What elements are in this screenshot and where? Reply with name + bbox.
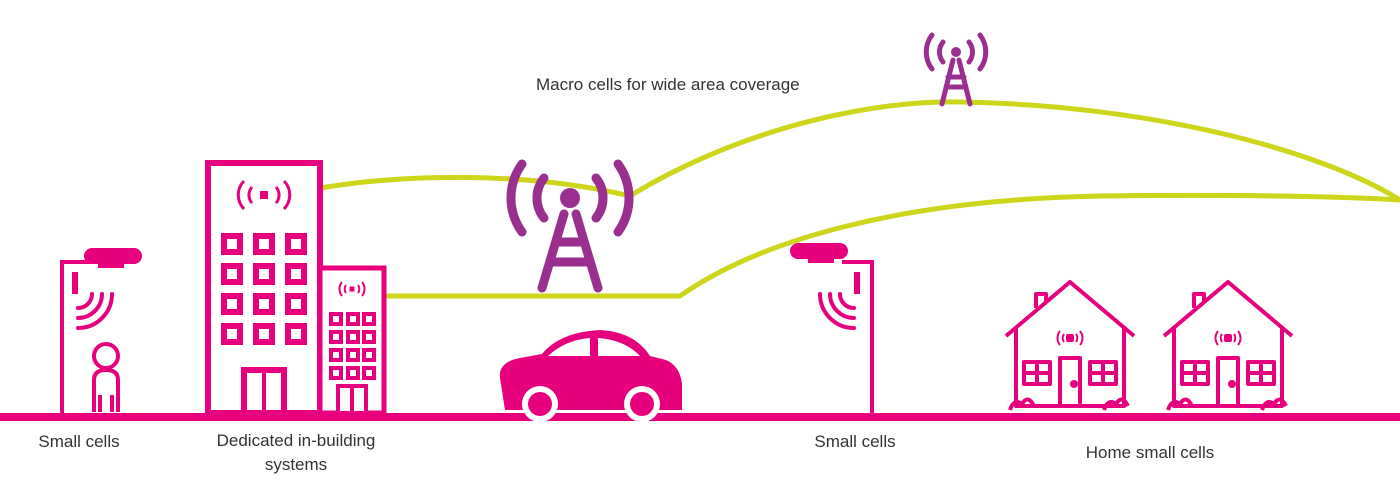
office-building-icon	[317, 265, 387, 416]
street-light-small-cell-icon	[790, 243, 874, 413]
ground-line	[0, 413, 1400, 421]
label-macro-cells: Macro cells for wide area coverage	[536, 75, 800, 94]
house-icon	[1004, 280, 1136, 411]
house-icon	[1162, 280, 1294, 411]
label-in-building-line2: systems	[264, 455, 328, 474]
label-small-cells-left: Small cells	[38, 432, 120, 451]
person-icon	[92, 342, 120, 412]
label-home-small-cells: Home small cells	[1085, 443, 1215, 462]
car-icon	[499, 330, 682, 422]
coverage-line-macro-upper	[319, 99, 1400, 203]
signal-waves-icon	[236, 179, 292, 211]
label-in-building-line1: Dedicated in-building	[216, 431, 376, 450]
label-small-cells-right: Small cells	[814, 432, 896, 451]
coverage-line-macro-lower	[385, 192, 1400, 299]
radio-tower-icon	[506, 159, 634, 293]
signal-waves-icon	[1055, 329, 1085, 347]
street-light-small-cell-icon	[60, 248, 142, 413]
radio-tower-icon	[923, 32, 989, 107]
signal-waves-icon	[1213, 329, 1243, 347]
office-building-icon	[205, 160, 323, 416]
